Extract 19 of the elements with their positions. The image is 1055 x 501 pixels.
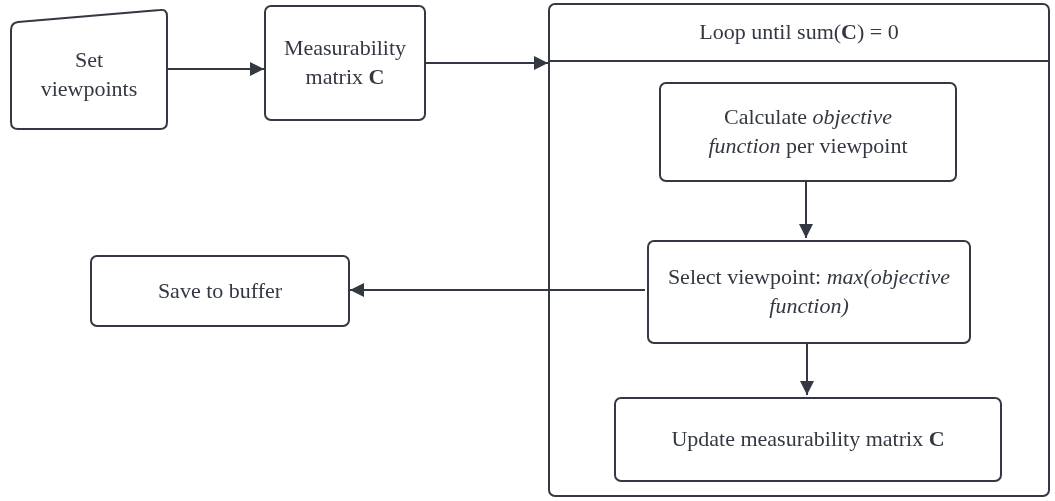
step-label: Measurability matrix C [282,34,408,91]
step-label: Update measurability matrix C [670,425,946,454]
step-label: Calculate objective function per viewpoint [707,103,909,160]
step-label: Select viewpoint: max(objective function) [666,263,952,320]
arrow [800,341,814,396]
process-box [90,255,350,327]
process-box [614,397,1002,482]
process-box [659,82,957,182]
step-label: Save to buffer [156,276,284,305]
arrow [799,179,813,239]
arrow [349,283,646,297]
manual-input-shape [10,8,168,130]
loop-container [548,3,1050,497]
arrow [425,56,549,70]
step-label: Set viewpoints [39,46,139,103]
process-box [647,240,971,344]
arrow [167,62,265,76]
loop-condition: Loop until sum(C) = 0 [699,18,899,47]
process-box [264,5,426,121]
